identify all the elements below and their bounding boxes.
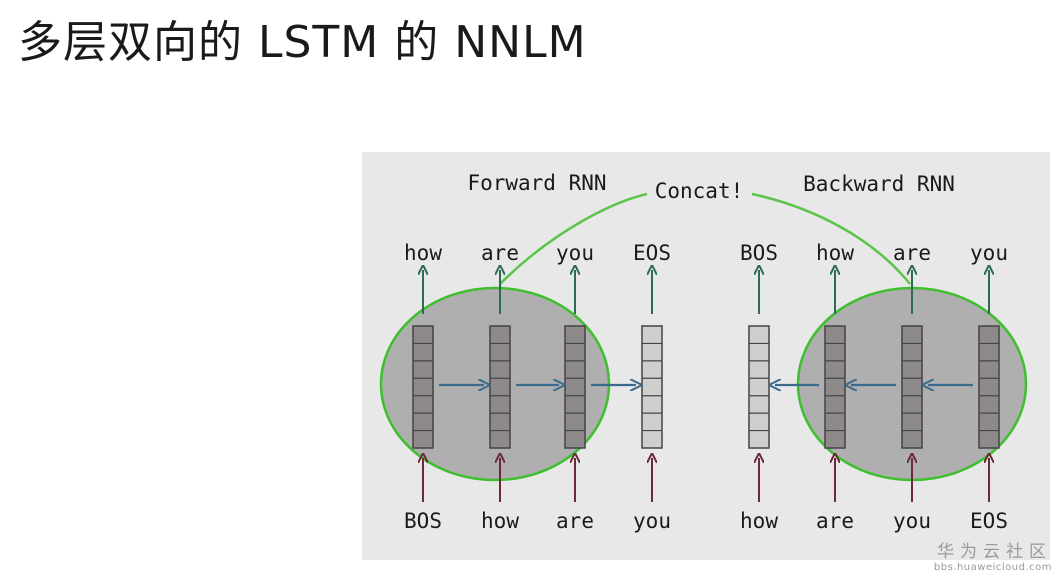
forward-lstm-cell (489, 325, 511, 449)
backward-output-word: are (893, 241, 931, 265)
watermark-url: bbs.huaweicloud.com (933, 562, 1052, 573)
forward-input-word: are (556, 509, 594, 533)
forward-output-word: are (481, 241, 519, 265)
forward-lstm-cell (641, 325, 663, 449)
forward-lstm-cell (412, 325, 434, 449)
backward-output-word: you (970, 241, 1008, 265)
backward-output-word: how (816, 241, 854, 265)
backward-lstm-cell (824, 325, 846, 449)
watermark: 华为云社区 bbs.huaweicloud.com (934, 537, 1052, 573)
backward-input-word: how (740, 509, 778, 533)
backward-lstm-cell (901, 325, 923, 449)
forward-output-word: you (556, 241, 594, 265)
backward-lstm-cell (748, 325, 770, 449)
forward-input-word: how (481, 509, 519, 533)
backward-input-word: are (816, 509, 854, 533)
forward-rnn-label: Forward RNN (467, 171, 606, 195)
backward-input-word: you (893, 509, 931, 533)
bilstm-diagram: Forward RNN Concat! Backward RNN how are y… (362, 152, 1050, 560)
backward-input-word: EOS (970, 509, 1008, 533)
concat-line-left (499, 192, 648, 285)
forward-input-word: BOS (404, 509, 442, 533)
concat-label: Concat! (655, 179, 744, 203)
watermark-brand: 华为云社区 (937, 542, 1052, 562)
forward-output-word: how (404, 241, 442, 265)
backward-rnn-label: Backward RNN (803, 172, 955, 196)
diagram-canvas: Forward RNN Concat! Backward RNN how are y… (379, 171, 1028, 533)
backward-lstm-cell (978, 325, 1000, 449)
backward-output-word: BOS (740, 241, 778, 265)
forward-lstm-cell (564, 325, 586, 449)
page-title: 多层双向的 LSTM 的 NNLM (18, 17, 587, 68)
concat-line-right (751, 192, 911, 285)
forward-input-word: you (633, 509, 671, 533)
forward-output-word: EOS (633, 241, 671, 265)
